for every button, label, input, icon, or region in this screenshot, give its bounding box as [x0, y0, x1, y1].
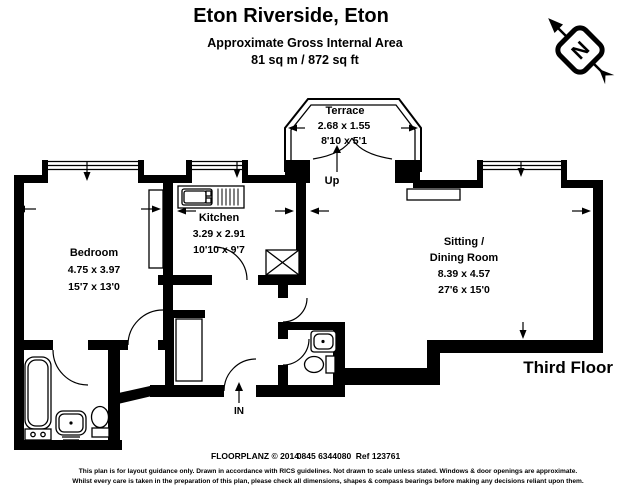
kitchen-window-arrow [233, 161, 241, 178]
wardrobe-icon [148, 189, 164, 269]
kitchen-sink-unit-icon [177, 185, 245, 209]
wc-door-arc [282, 338, 310, 366]
sitting-label-line2: Dining Room [430, 252, 499, 264]
up-arrow-icon [333, 145, 341, 172]
bedroom-imperial: 15'7 x 13'0 [68, 281, 120, 293]
bathtub-icon [24, 356, 52, 441]
kitchen-width-arrow-right [275, 207, 294, 215]
bathroom-door-arc [52, 349, 89, 386]
terrace-bay-walls [284, 98, 422, 172]
entry-arrow-icon [235, 382, 243, 403]
bathroom-basin-icon [55, 410, 87, 441]
up-label: Up [325, 175, 340, 187]
hall-closet-icon [175, 318, 203, 382]
terrace-label: Terrace [326, 105, 365, 117]
bedroom-width-arrow-left [16, 205, 36, 213]
kitchen-window [192, 160, 242, 171]
footer-phone: 0845 6344080 [297, 451, 352, 461]
sitting-width-arrow-left [310, 207, 329, 215]
dimension-arrows [16, 124, 591, 339]
terrace-french-door-right-arc [351, 137, 393, 160]
terrace-imperial: 8'10 x 5'1 [321, 135, 367, 147]
page-subtitle: Approximate Gross Internal Area [207, 36, 403, 50]
kitchen-appliance-icon [265, 249, 300, 276]
page-area: 81 sq m / 872 sq ft [251, 53, 360, 67]
terrace-metric: 2.68 x 1.55 [318, 120, 371, 132]
entry-door-arc [223, 358, 257, 392]
sitting-bottom-arrow [519, 322, 527, 339]
kitchen-label: Kitchen [199, 212, 240, 224]
entry-label: IN [234, 406, 244, 417]
kitchen-door-arc [213, 246, 248, 281]
sitting-imperial: 27'6 x 15'0 [438, 284, 490, 296]
kitchen-width-arrow-left [177, 207, 196, 215]
bedroom-window-arrow [83, 162, 91, 181]
sitting-width-arrow-right [572, 207, 591, 215]
wc-basin-icon [310, 330, 337, 353]
bedroom-door-arc [127, 309, 164, 346]
bedroom-window [48, 160, 138, 171]
sitting-metric: 8.39 x 4.57 [438, 268, 491, 280]
kitchen-imperial: 10'10 x 9'7 [193, 244, 245, 256]
footer-disclaimer-line2: Whilst every care is taken in the prepar… [72, 478, 584, 485]
kitchen-metric: 3.29 x 2.91 [193, 228, 246, 240]
floor-label: Third Floor [523, 358, 613, 377]
footer-ref: Ref 123761 [356, 451, 401, 461]
bedroom-label: Bedroom [70, 247, 119, 259]
sitting-door-arc [282, 297, 308, 323]
bedroom-width-arrow-right [141, 205, 161, 213]
sitting-room-unit-icon [406, 188, 461, 201]
compass-icon: N [548, 18, 615, 85]
footer-credit: FLOORPLANZ © 2014 [211, 451, 299, 461]
bathroom-toilet-icon [90, 405, 110, 438]
sitting-label-line1: Sitting / [444, 236, 484, 248]
footer-disclaimer-line1: This plan is for layout guidance only. D… [79, 468, 578, 475]
terrace-width-arrow-right [401, 124, 418, 132]
wc-toilet-icon [303, 355, 336, 374]
terrace-width-arrow-left [288, 124, 305, 132]
sitting-window-arrow [517, 161, 525, 177]
bedroom-metric: 4.75 x 3.97 [68, 264, 121, 276]
page-title: Eton Riverside, Eton [193, 5, 389, 27]
